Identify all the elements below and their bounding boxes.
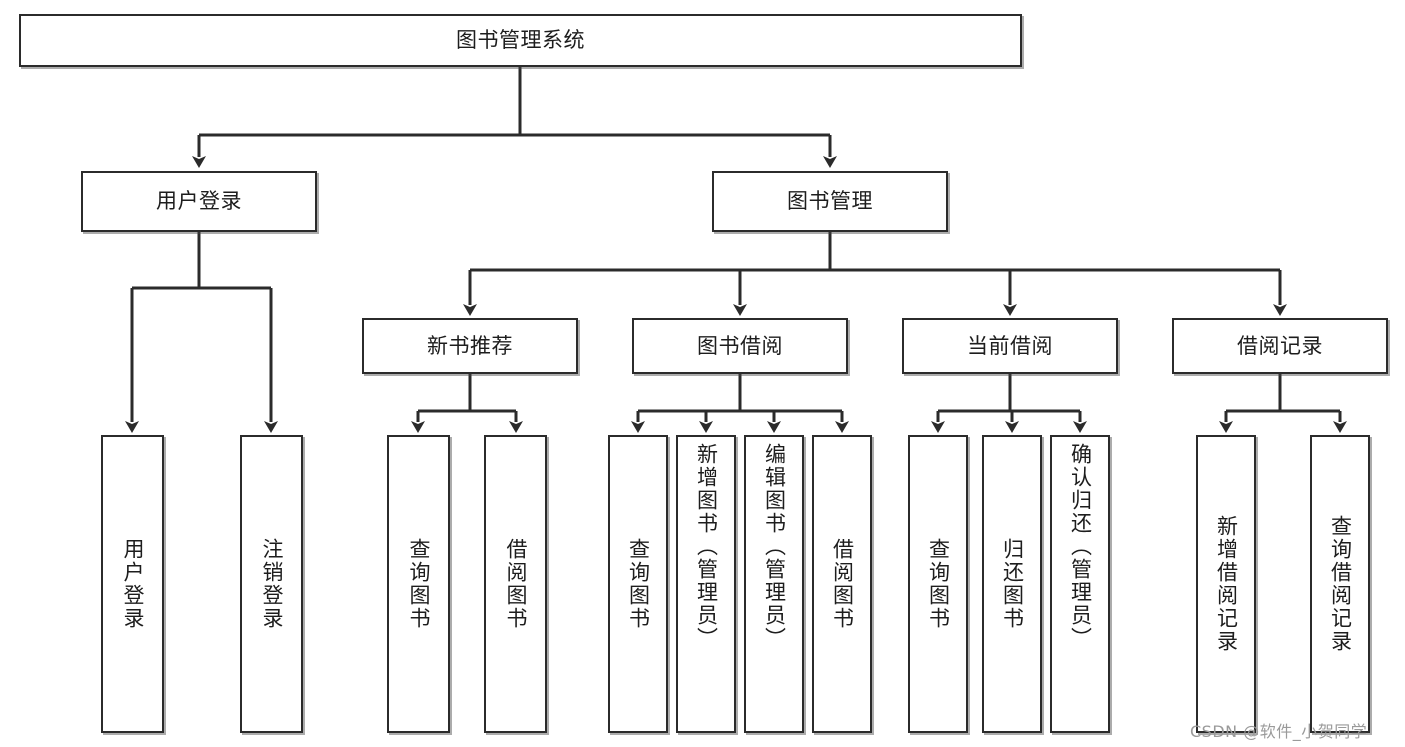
node-leaf-borrow-book-recommend[interactable]: 借阅图书 (484, 435, 547, 733)
node-label: 借阅记录 (1237, 333, 1323, 358)
node-label: 确认归还（管理员） (1068, 443, 1093, 650)
node-leaf-user-logout[interactable]: 注销登录 (240, 435, 303, 733)
node-label: 查询图书 (406, 538, 431, 630)
node-new-book-recommend[interactable]: 新书推荐 (362, 318, 578, 374)
node-label: 借阅图书 (830, 538, 855, 630)
node-label: 查询图书 (626, 538, 651, 630)
node-user-login[interactable]: 用户登录 (81, 171, 317, 232)
node-leaf-return-book[interactable]: 归还图书 (982, 435, 1042, 733)
node-leaf-borrow-book[interactable]: 借阅图书 (812, 435, 872, 733)
node-label: 图书借阅 (697, 333, 783, 358)
node-label: 查询图书 (926, 538, 951, 630)
node-label: 注销登录 (259, 538, 284, 630)
node-label: 用户登录 (156, 189, 242, 214)
node-label: 用户登录 (120, 538, 145, 630)
node-borrow-record[interactable]: 借阅记录 (1172, 318, 1388, 374)
node-leaf-add-book-admin[interactable]: 新增图书（管理员） (676, 435, 736, 733)
node-leaf-edit-book-admin[interactable]: 编辑图书（管理员） (744, 435, 804, 733)
node-label: 查询借阅记录 (1328, 515, 1353, 653)
node-label: 编辑图书（管理员） (762, 443, 787, 650)
node-label: 归还图书 (1000, 538, 1025, 630)
node-current-borrow[interactable]: 当前借阅 (902, 318, 1118, 374)
node-label: 新增图书（管理员） (694, 443, 719, 650)
node-leaf-query-borrow-record[interactable]: 查询借阅记录 (1310, 435, 1370, 733)
node-leaf-query-book-borrow[interactable]: 查询图书 (608, 435, 668, 733)
node-book-manage[interactable]: 图书管理 (712, 171, 948, 232)
node-label: 新书推荐 (427, 333, 513, 358)
node-label: 当前借阅 (967, 333, 1053, 358)
node-leaf-query-book-current[interactable]: 查询图书 (908, 435, 968, 733)
node-label: 图书管理系统 (456, 28, 585, 53)
node-leaf-user-login[interactable]: 用户登录 (101, 435, 164, 733)
node-leaf-query-book-recommend[interactable]: 查询图书 (387, 435, 450, 733)
watermark-text: CSDN @软件_小贺同学 (1190, 722, 1368, 741)
node-label: 借阅图书 (503, 538, 528, 630)
node-leaf-add-borrow-record[interactable]: 新增借阅记录 (1196, 435, 1256, 733)
node-root-system[interactable]: 图书管理系统 (19, 14, 1022, 67)
node-label: 图书管理 (787, 189, 873, 214)
node-leaf-confirm-return-admin[interactable]: 确认归还（管理员） (1050, 435, 1110, 733)
node-book-borrow[interactable]: 图书借阅 (632, 318, 848, 374)
node-label: 新增借阅记录 (1214, 515, 1239, 653)
